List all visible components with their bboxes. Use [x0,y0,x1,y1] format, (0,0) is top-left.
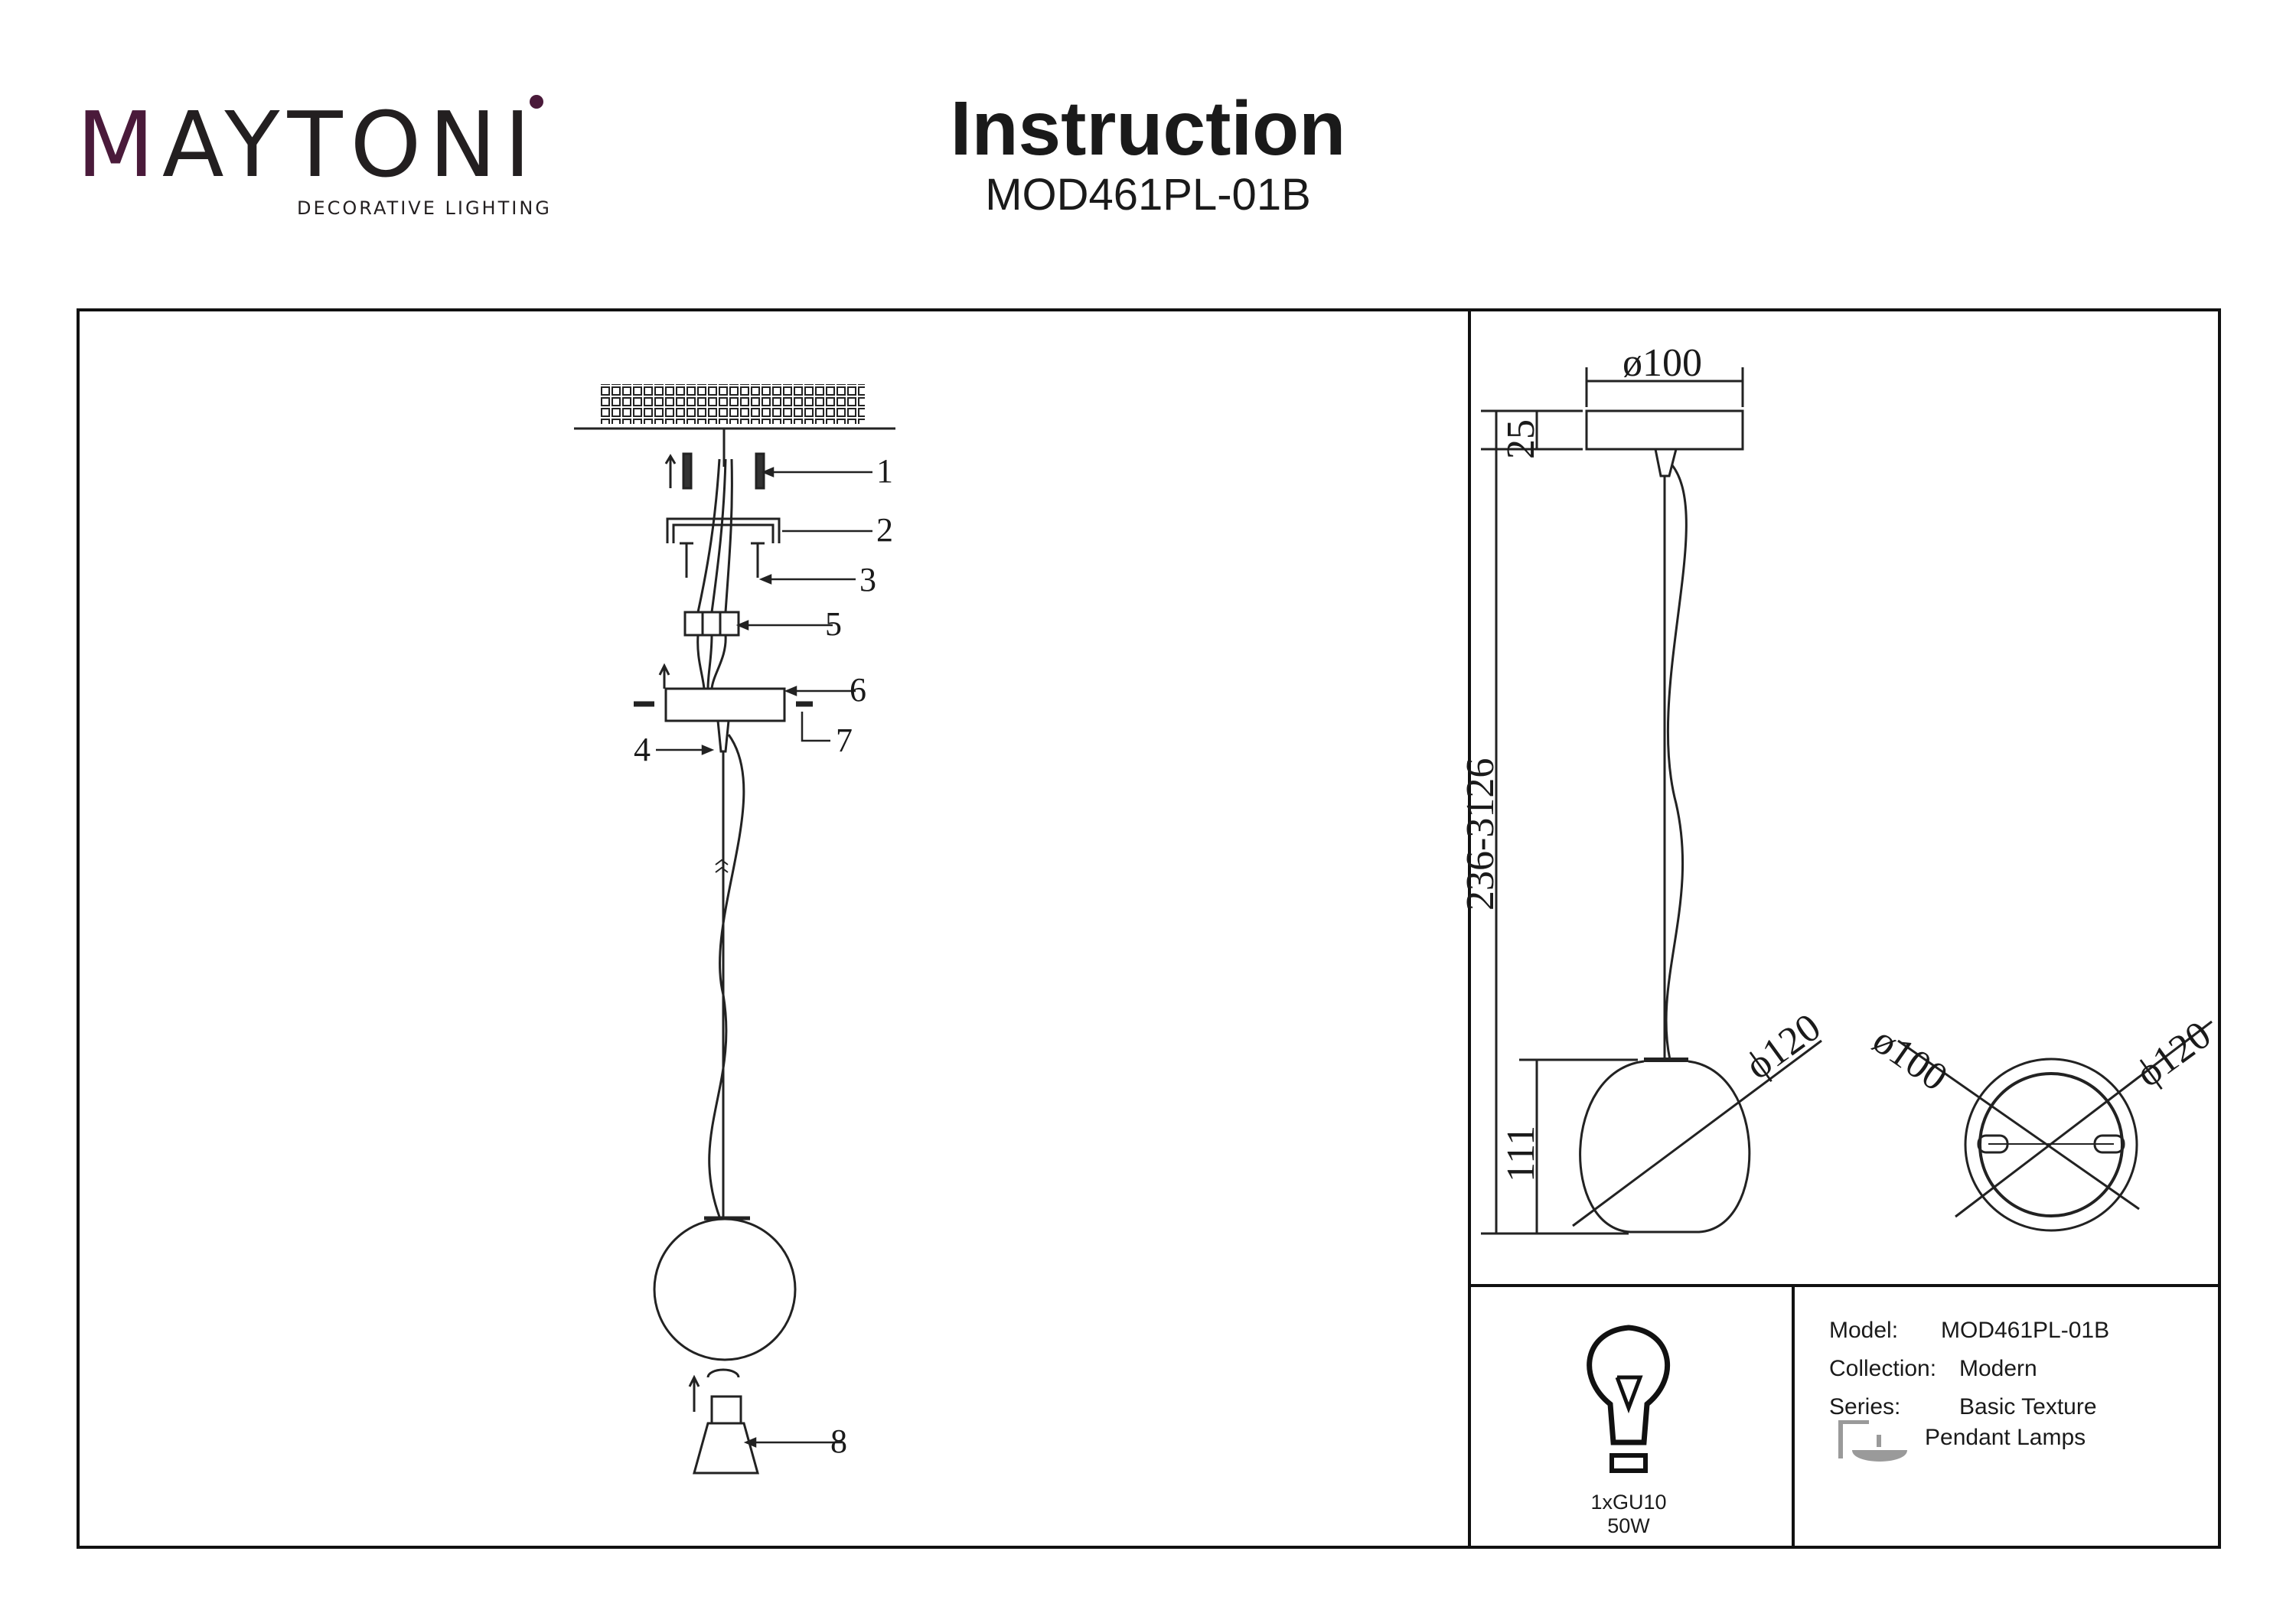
screw-right [751,542,765,578]
dimension-drawing [1481,367,2213,1235]
shade-dia-dim [1572,1039,1822,1227]
brand-logo: MAYTONI [77,99,538,190]
total-height-label: 236-3126 [1459,758,1502,911]
shade-height-label: 111 [1499,1125,1543,1182]
callout-8: 8 [830,1423,847,1460]
shade-elevation [1579,1060,1751,1234]
callout-6: 6 [850,671,866,709]
series-value: Basic Texture [1959,1394,2097,1419]
ceiling-texture [601,384,865,424]
canopy-elevation [1585,409,1744,451]
lamp-type-value: Pendant Lamps [1925,1425,2086,1450]
gu10-bulb-base [710,1395,742,1425]
collection-label: Collection: [1829,1356,1937,1381]
terminal-block [683,611,740,637]
gu10-bulb [693,1422,759,1475]
bottom-shade-dim [1955,1020,2213,1218]
outer-frame [77,308,2221,1549]
canopy-height-label: 25 [1499,419,1543,459]
pendant-lamp-icon [1838,1420,1907,1462]
cable-grip [716,719,730,753]
supply-wires [696,458,733,613]
page-title: Instruction [950,86,1346,171]
callout-1: 1 [876,452,893,490]
bottom-view-canopy [1978,1072,2124,1217]
callout-7: 7 [836,722,853,759]
lightbulb-icon [1587,1325,1671,1473]
callout-4: 4 [634,731,651,768]
logo-dot-icon [530,95,543,109]
shade-bottom-arc [706,1368,740,1378]
collection-value: Modern [1959,1356,2037,1381]
bulb-spec-label: 1xGU10 50W [1590,1491,1667,1537]
model-label: Model: [1829,1318,1899,1343]
bottom-canopy-dim [1897,1039,2140,1211]
callout-5: 5 [825,605,842,643]
canopy-diameter-label: ø100 [1623,341,1702,385]
page-model-number: MOD461PL-01B [985,170,1311,220]
brand-logo-initial: M [77,92,162,197]
bottom-view-shade [1964,1058,2138,1232]
brand-tagline: DECORATIVE LIGHTING [297,197,552,219]
screw-left [680,542,693,578]
wall-plug-left [664,452,693,490]
model-value: MOD461PL-01B [1941,1318,2110,1343]
callout-2: 2 [876,511,893,549]
callout-3: 3 [859,561,876,598]
assembly-diagram [574,384,895,1475]
callout-leaders [656,467,872,1448]
canopy [664,687,786,722]
lamp-shade [653,1217,797,1361]
mounting-bracket [666,517,781,543]
power-cord [708,734,745,1217]
cable-grip-elevation [1654,448,1678,477]
wall-plug-right [755,452,765,490]
brand-logo-rest: AYTONI [161,92,539,197]
cord-line [1665,464,1688,1061]
series-label: Series: [1829,1394,1901,1419]
